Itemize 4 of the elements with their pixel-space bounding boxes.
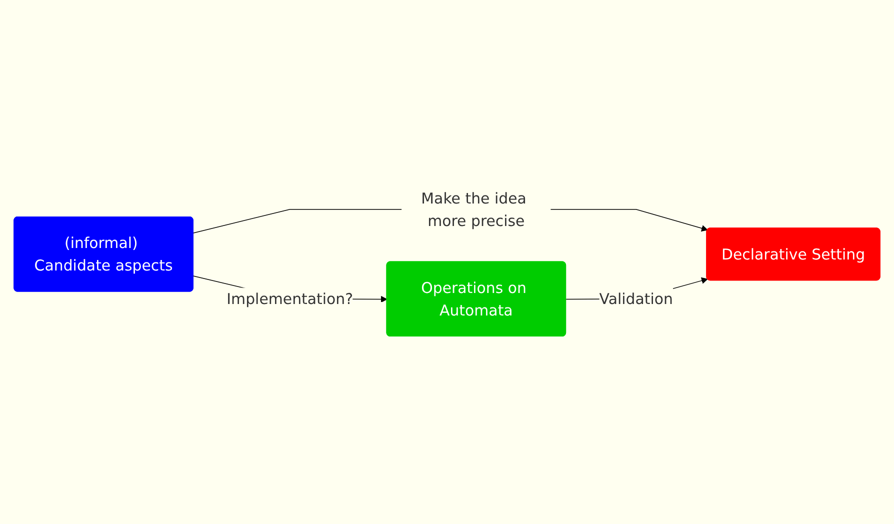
edge-label: Validation (599, 290, 673, 308)
diagram-drawing: Make the idea more precise Implementation? Validation (informal) Candidate aspects Declarative Setting Operations on Automata (8, 181, 886, 343)
edge-label: Implementation? (226, 290, 354, 308)
edge-label: Make the idea more precise (421, 190, 526, 230)
